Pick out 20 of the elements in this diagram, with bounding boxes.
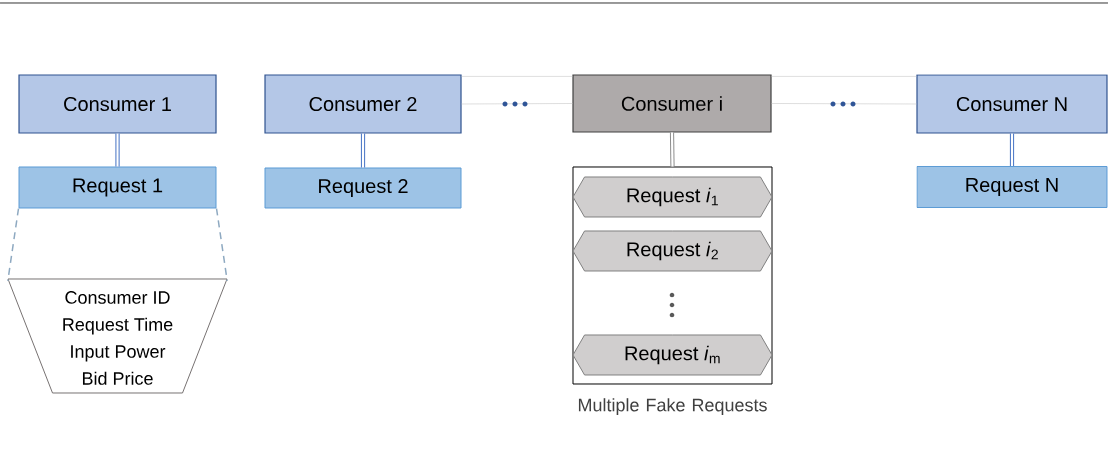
connector [771,76,917,105]
connector [669,132,675,167]
connector [115,133,120,167]
field-list-trapezoid: Consumer ID Request Time Input Power Bid Price [7,278,228,394]
consumer-box: Consumer 1 [18,74,217,134]
request-hexagon: Request i$_{1}$ [572,176,773,218]
request-box: Request N [916,166,1108,208]
request-hexagon: Request i$_{2}$ [572,230,773,272]
connector [7,207,20,282]
request-hexagon: Request i$_{m}$ [572,334,773,376]
connector [360,133,366,168]
connector [215,207,228,282]
consumer-box: Consumer 2 [264,74,462,134]
consumer-box: Consumer N [916,74,1108,134]
node-label: Multiple Fake Requests [578,398,767,415]
connector [461,76,573,105]
connector [1009,133,1015,166]
consumer-box: Consumer i [572,74,772,133]
request-box: Request 1 [18,166,217,209]
request-box: Request 2 [264,167,462,209]
